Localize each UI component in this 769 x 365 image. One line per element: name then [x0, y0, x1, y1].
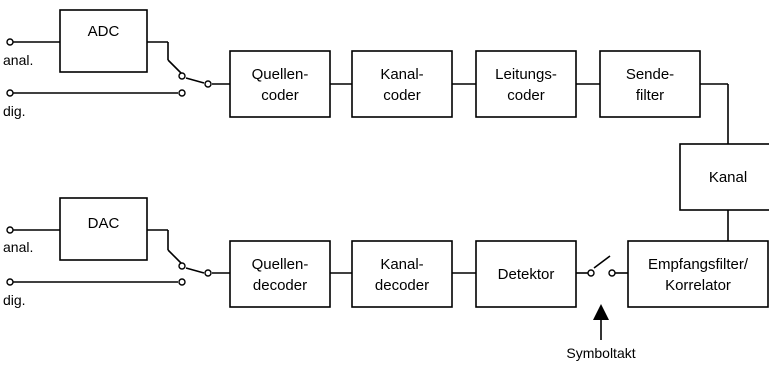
quellencoder-block: Quellen- coder	[229, 50, 331, 118]
svg-text:Sende-: Sende-	[626, 66, 674, 83]
svg-text:Kanal-: Kanal-	[380, 66, 423, 83]
rx-switch-contact-analog	[178, 262, 186, 270]
digital-input-terminal	[6, 89, 14, 97]
digital-output-label: dig.	[3, 292, 26, 308]
svg-text:decoder: decoder	[253, 277, 307, 294]
svg-text:coder: coder	[261, 87, 299, 104]
svg-text:filter: filter	[636, 87, 664, 104]
leitungscoder-block: Leitungs- coder	[475, 50, 577, 118]
sampler-contact-right	[608, 269, 616, 277]
svg-text:coder: coder	[383, 87, 421, 104]
rx-switch-contact-digital	[178, 278, 186, 286]
quellendecoder-block: Quellen- decoder	[229, 240, 331, 308]
digital-input-label: dig.	[3, 103, 26, 119]
analog-input-label: anal.	[3, 52, 33, 68]
tx-switch-contact-digital	[178, 89, 186, 97]
rx-switch-pivot	[204, 269, 212, 277]
tx-switch-contact-analog	[178, 72, 186, 80]
adc-block: ADC	[59, 9, 148, 73]
svg-text:Quellen-: Quellen-	[252, 256, 309, 273]
receiver-wires	[13, 210, 729, 283]
kanalcoder-block: Kanal- coder	[351, 50, 453, 118]
kanaldecoder-block: Kanal- decoder	[351, 240, 453, 308]
svg-text:coder: coder	[507, 87, 545, 104]
svg-text:decoder: decoder	[375, 277, 429, 294]
svg-text:Kanal: Kanal	[709, 169, 747, 186]
sampler-contact-left	[587, 269, 595, 277]
symboltakt-label: Symboltakt	[566, 345, 635, 361]
analog-input-terminal	[6, 38, 14, 46]
svg-text:Kanal-: Kanal-	[380, 256, 423, 273]
svg-text:ADC: ADC	[88, 23, 120, 40]
svg-text:Korrelator: Korrelator	[665, 277, 731, 294]
analog-output-terminal	[6, 226, 14, 234]
svg-text:Empfangsfilter/: Empfangsfilter/	[648, 256, 749, 273]
analog-output-label: anal.	[3, 239, 33, 255]
svg-text:Detektor: Detektor	[498, 266, 555, 283]
svg-text:Leitungs-: Leitungs-	[495, 66, 557, 83]
transmitter-wires	[13, 41, 729, 144]
empfangsfilter-block: Empfangsfilter/ Korrelator	[627, 240, 769, 308]
svg-text:DAC: DAC	[88, 215, 120, 232]
kanal-block: Kanal	[679, 143, 769, 211]
dac-block: DAC	[59, 197, 148, 261]
svg-text:Quellen-: Quellen-	[252, 66, 309, 83]
tx-switch-pivot	[204, 80, 212, 88]
detektor-block: Detektor	[475, 240, 577, 308]
digital-output-terminal	[6, 278, 14, 286]
sendefilter-block: Sende- filter	[599, 50, 701, 118]
